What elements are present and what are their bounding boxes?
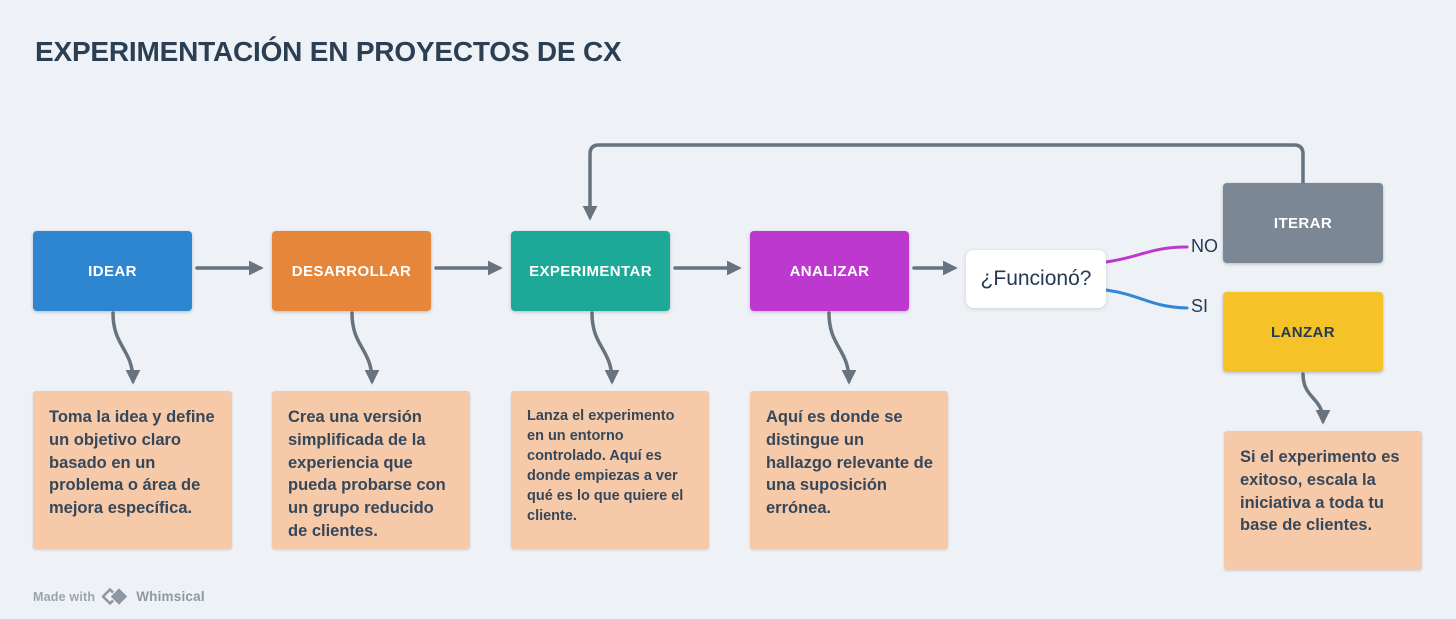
node-funciono-label: ¿Funcionó? [980, 267, 1092, 290]
node-iterar: ITERAR [1223, 183, 1383, 263]
whimsical-attribution[interactable]: Made with Whimsical [33, 585, 205, 608]
node-idear: IDEAR [33, 231, 192, 311]
node-desarrollar-label: DESARROLLAR [291, 262, 412, 280]
whimsical-logo-icon [101, 585, 130, 608]
note-analizar: Aquí es donde se distingue un hallazgo r… [750, 391, 948, 549]
node-funciono-decision: ¿Funcionó? [966, 250, 1106, 308]
edge-label-si: SI [1191, 296, 1209, 316]
edge-no-curve [1104, 245, 1189, 264]
note-experimentar: Lanza el experimento en un entorno contr… [511, 391, 709, 549]
node-experimentar-label: EXPERIMENTAR [529, 262, 652, 280]
arrow-analizar-to-note [827, 311, 857, 385]
node-analizar: ANALIZAR [750, 231, 909, 311]
arrow-experimentar-to-note [590, 311, 620, 385]
node-analizar-label: ANALIZAR [789, 262, 870, 280]
whimsical-brand-label: Whimsical [136, 589, 205, 604]
node-experimentar: EXPERIMENTAR [511, 231, 670, 311]
edge-si-curve [1104, 288, 1189, 310]
made-with-label: Made with [33, 589, 96, 604]
note-desarrollar: Crea una versión simplificada de la expe… [272, 391, 470, 549]
node-lanzar-label: LANZAR [1270, 323, 1336, 341]
edge-label-no: NO [1191, 236, 1218, 256]
arrow-lanzar-to-note [1301, 372, 1331, 425]
note-idear: Toma la idea y define un objetivo claro … [33, 391, 232, 549]
page-title: EXPERIMENTACIÓN EN PROYECTOS DE CX [35, 36, 622, 67]
note-lanzar: Si el experimento es exitoso, escala la … [1224, 431, 1422, 570]
node-iterar-label: ITERAR [1273, 214, 1333, 232]
node-desarrollar: DESARROLLAR [272, 231, 431, 311]
arrow-iterar-loop-to-experimentar [582, 143, 1305, 221]
node-lanzar: LANZAR [1223, 292, 1383, 372]
arrow-idear-to-note [111, 311, 141, 385]
arrow-desarrollar-to-note [350, 311, 380, 385]
node-idear-label: IDEAR [88, 262, 137, 280]
